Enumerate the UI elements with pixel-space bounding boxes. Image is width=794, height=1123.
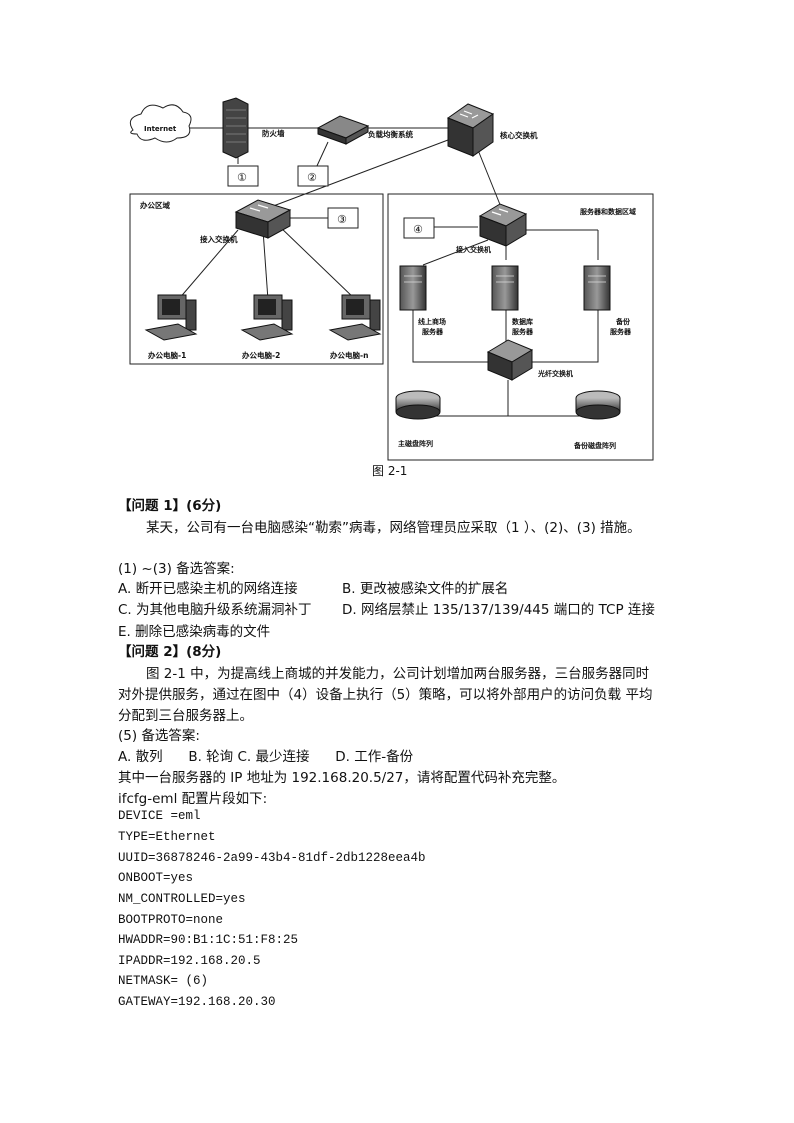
question-1-options-head: (1) ~(3) 备选答案: <box>118 561 235 577</box>
load-balancer-label: 负载均衡系统 <box>368 129 413 139</box>
question-2-options: A. 散列 B. 轮询 C. 最少连接 D. 工作-备份 <box>118 749 414 765</box>
code-line-type: TYPE=Ethernet <box>118 830 216 844</box>
figure-caption: 图 2-1 <box>372 464 408 478</box>
office-area-label: 办公区域 <box>140 200 170 210</box>
main-disk-array-label: 主磁盘阵列 <box>398 439 433 448</box>
server-area-label: 服务器和数据区域 <box>580 207 636 216</box>
office-pc-2-icon: 办公电脑-2 <box>240 294 294 360</box>
marker-3-box <box>327 207 359 229</box>
question-2-options-head: (5) 备选答案: <box>118 728 200 744</box>
ip-config-instruction: 其中一台服务器的 IP 地址为 192.168.20.5/27，请将配置代码补充… <box>118 770 566 786</box>
office-pc-2-label: 办公电脑-2 <box>242 350 280 360</box>
firewall-label: 防火墙 <box>262 128 285 138</box>
question-2-title: 【问题 2】(8分) <box>118 644 222 660</box>
office-pc-1-icon: 办公电脑-1 <box>144 294 198 360</box>
marker-2: ② <box>307 171 317 184</box>
backup-server-icon: 备份 服务器 <box>583 265 632 336</box>
mall-server-label-line-1: 线上商场 <box>418 317 446 326</box>
fiber-switch-label: 光纤交换机 <box>537 369 573 378</box>
code-line-onboot: ONBOOT=yes <box>118 871 194 885</box>
mall-server-label-line-2: 服务器 <box>422 327 444 336</box>
network-topology-diagram: Internet 防火墙 ① 负载均衡系统 ② 核心交换机 办公区域 接入交换机 <box>118 90 666 482</box>
option-a: A. 断开已感染主机的网络连接 <box>118 581 298 597</box>
code-line-uuid: UUID=36878246-2a99-43b4-81df-2db1228eea4… <box>118 851 426 865</box>
code-line-device: DEVICE =eml <box>118 809 201 823</box>
question-1-title: 【问题 1】(6分) <box>118 498 222 514</box>
load-balancer-icon: 负载均衡系统 <box>316 115 413 145</box>
internet-label: Internet <box>144 125 177 133</box>
main-disk-array-icon: 主磁盘阵列 <box>395 390 441 448</box>
config-snippet-head: ifcfg-eml 配置片段如下: <box>118 791 268 807</box>
code-line-gateway: GATEWAY=192.168.20.30 <box>118 995 276 1009</box>
code-line-ipaddr: IPADDR=192.168.20.5 <box>118 954 261 968</box>
marker-1-box <box>227 165 259 187</box>
backup-disk-array-label: 备份磁盘阵列 <box>573 441 616 450</box>
backup-server-label-line-1: 备份 <box>615 317 631 326</box>
backup-server-label-line-2: 服务器 <box>610 327 632 336</box>
question-2-text-line-2: 对外提供服务，通过在图中（4）设备上执行（5）策略，可以将外部用户的访问负载 平… <box>118 687 653 703</box>
server-area-box <box>387 193 654 461</box>
server-access-switch-label: 接入交换机 <box>456 245 491 254</box>
firewall-icon: 防火墙 <box>222 97 285 159</box>
question-2-text-line-3: 分配到三台服务器上。 <box>118 708 253 724</box>
code-line-netmask: NETMASK= (6) <box>118 974 209 988</box>
backup-disk-array-icon: 备份磁盘阵列 <box>573 390 621 450</box>
office-pc-n-label: 办公电脑-n <box>330 350 368 360</box>
marker-3: ③ <box>337 213 347 226</box>
office-access-switch-label: 接入交换机 <box>200 234 238 244</box>
office-access-switch-icon: 接入交换机 <box>200 199 292 244</box>
marker-4: ④ <box>413 223 423 236</box>
option-d: D. 网络层禁止 135/137/139/445 端口的 TCP 连接 <box>342 602 655 618</box>
question-1-text: 某天，公司有一台电脑感染“勒索”病毒，网络管理员应采取（1 ）、(2)、(3) … <box>146 520 641 536</box>
office-area-box <box>129 193 384 365</box>
core-switch-label: 核心交换机 <box>500 130 538 140</box>
marker-2-box <box>297 165 329 187</box>
database-server-label-line-2: 服务器 <box>512 327 534 336</box>
marker-4-box <box>403 217 435 239</box>
option-c: C. 为其他电脑升级系统漏洞补丁 <box>118 602 312 618</box>
office-pc-n-icon: 办公电脑-n <box>328 294 382 360</box>
question-2-text-line-1: 图 2-1 中，为提高线上商城的并发能力，公司计划增加两台服务器，三台服务器同时 <box>146 666 650 682</box>
code-line-nm-controlled: NM_CONTROLLED=yes <box>118 892 246 906</box>
core-switch-icon: 核心交换机 <box>446 103 538 157</box>
marker-1: ① <box>237 171 247 184</box>
office-pc-1-label: 办公电脑-1 <box>148 350 186 360</box>
server-access-switch-icon: 接入交换机 <box>456 203 528 254</box>
mall-server-icon: 线上商场 服务器 <box>399 265 446 336</box>
fiber-switch-icon: 光纤交换机 <box>486 339 573 381</box>
connection-lines <box>177 127 599 417</box>
option-b: B. 更改被感染文件的扩展名 <box>342 581 509 597</box>
internet-cloud-icon: Internet <box>129 104 192 143</box>
code-line-bootproto: BOOTPROTO=none <box>118 913 224 927</box>
option-e: E. 删除已感染病毒的文件 <box>118 624 271 640</box>
database-server-icon: 数据库 服务器 <box>491 265 534 336</box>
code-line-hwaddr: HWADDR=90:B1:1C:51:F8:25 <box>118 933 299 947</box>
database-server-label-line-1: 数据库 <box>512 317 533 326</box>
